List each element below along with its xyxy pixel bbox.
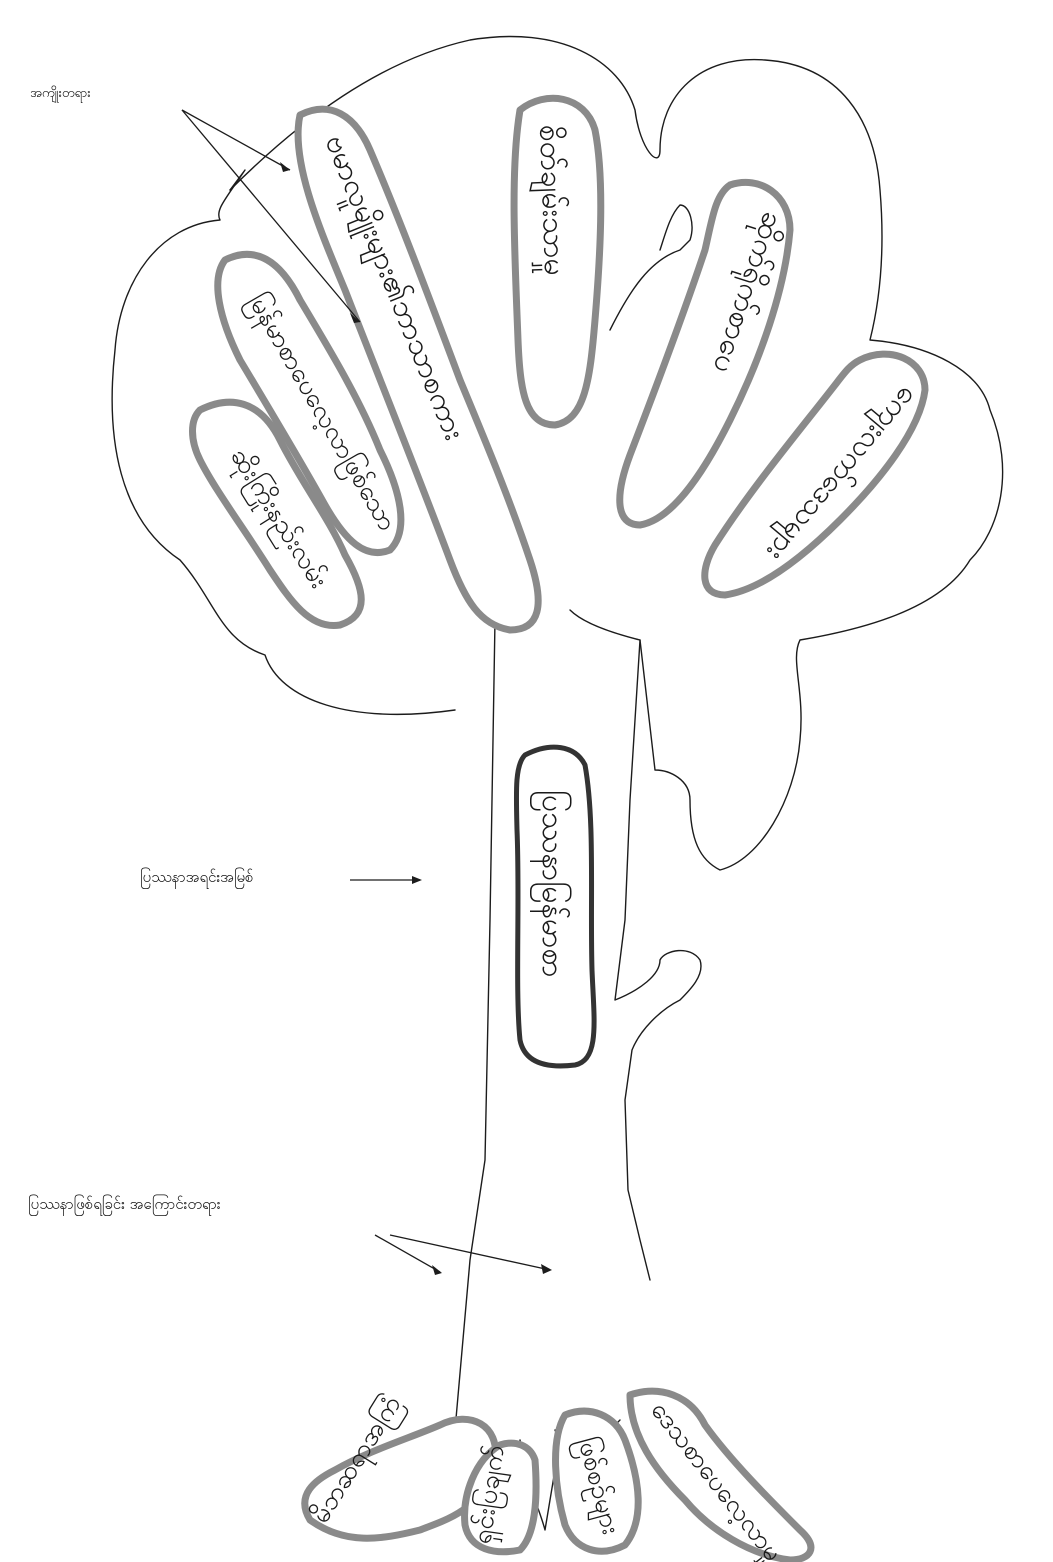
tree-trunk-right <box>615 640 701 1280</box>
cause-bubble: ဖြစ်စဉ်များ <box>556 1411 639 1551</box>
causes-label-arrow <box>375 1235 552 1275</box>
core-problem-text: ပြဿနာမြန်မာစာ <box>529 790 572 978</box>
cause-bubble: ဒေသစာပေလေ့လာမှု <box>630 1391 811 1562</box>
core-problem-bubble: ပြဿနာမြန်မာစာ <box>516 747 594 1066</box>
effect-bubble: စိတ်ချမ်းသာမှု <box>514 98 601 425</box>
causes-label: ပြဿနာဖြစ်ရခြင်း အကြောင်းတရား <box>28 1195 221 1217</box>
core-problem-label-arrow <box>350 876 422 884</box>
tree-branch <box>610 205 692 330</box>
core-problem-label: ပြဿနာအရင်းအမြစ် <box>140 868 253 890</box>
effects-label: အကျိုးတရား <box>30 85 91 104</box>
tree-trunk-left <box>455 620 495 1430</box>
